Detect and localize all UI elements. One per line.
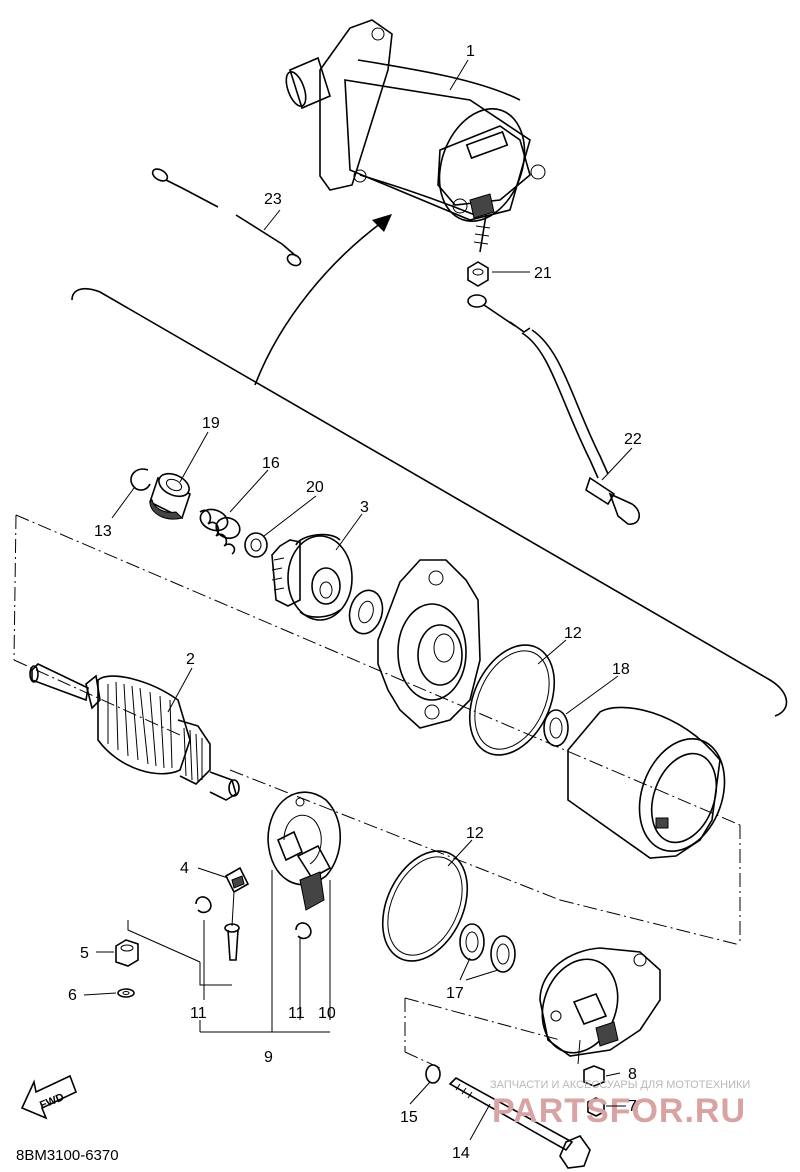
exploded-view-boundary bbox=[71, 214, 788, 717]
spring-16 bbox=[199, 508, 241, 555]
callout-10: 10 bbox=[318, 1005, 336, 1022]
leader-lines bbox=[83, 59, 633, 1141]
fwd-label: FWD bbox=[38, 1091, 66, 1112]
washer-20 bbox=[244, 532, 268, 558]
nut-5 bbox=[115, 939, 139, 967]
rear-cover bbox=[539, 947, 661, 1065]
part-code: 8BM3100-6370 bbox=[16, 1147, 119, 1164]
callout-14: 14 bbox=[452, 1145, 470, 1162]
lead-wire-23 bbox=[151, 168, 302, 267]
callout-4: 4 bbox=[180, 860, 189, 877]
callout-19: 19 bbox=[202, 415, 220, 432]
callout-2: 2 bbox=[186, 651, 195, 668]
callout-3: 3 bbox=[360, 499, 369, 516]
starter-motor-assembly bbox=[285, 19, 546, 253]
callout-22: 22 bbox=[624, 431, 642, 448]
alignment-lines bbox=[13, 514, 741, 1069]
circlip-13 bbox=[130, 468, 151, 491]
armature-2 bbox=[29, 663, 240, 801]
screw bbox=[224, 923, 240, 961]
watermark-logo: PARTSFOR.RU bbox=[492, 1092, 746, 1130]
fwd-arrow-icon: FWD bbox=[20, 1074, 78, 1120]
callout-12-lower: 12 bbox=[466, 825, 484, 842]
callout-18: 18 bbox=[612, 661, 630, 678]
watermark-text: ЗАПЧАСТИ И АКСЕССУАРЫ ДЛЯ МОТОТЕХНИКИ bbox=[490, 1079, 750, 1091]
o-ring-12-lower bbox=[381, 850, 469, 962]
washer bbox=[348, 589, 384, 635]
callout-5: 5 bbox=[80, 945, 89, 962]
washer-6 bbox=[117, 988, 135, 998]
callout-11-right: 11 bbox=[288, 1005, 305, 1022]
callout-11-left: 11 bbox=[190, 1005, 207, 1022]
through-bolt-14 bbox=[448, 1077, 591, 1169]
collar-19 bbox=[149, 472, 191, 520]
brush-holder-plate-9 bbox=[267, 791, 342, 911]
brush-4 bbox=[224, 866, 250, 927]
callout-labels: 1 2 3 4 5 6 7 8 9 10 11 11 12 12 13 14 1… bbox=[68, 43, 642, 1162]
callout-20: 20 bbox=[306, 479, 324, 496]
callout-6: 6 bbox=[68, 987, 77, 1004]
brush-spring-11 bbox=[195, 896, 312, 940]
nut-7 bbox=[587, 1097, 605, 1117]
callout-8: 8 bbox=[628, 1066, 637, 1083]
callout-23: 23 bbox=[264, 191, 282, 208]
callout-16: 16 bbox=[262, 455, 280, 472]
callout-13: 13 bbox=[94, 523, 112, 540]
washer-18 bbox=[543, 709, 569, 747]
nut-8 bbox=[583, 1065, 605, 1087]
pinion-clutch-3 bbox=[271, 533, 353, 621]
starter-cable-22 bbox=[467, 294, 640, 525]
callout-15: 15 bbox=[400, 1109, 418, 1126]
watermark: ЗАПЧАСТИ И АКСЕССУАРЫ ДЛЯ МОТОТЕХНИКИ PA… bbox=[490, 1079, 750, 1130]
washer-15 bbox=[425, 1064, 441, 1084]
shim-17 bbox=[459, 923, 516, 973]
front-cover bbox=[377, 559, 481, 729]
callout-1: 1 bbox=[466, 43, 475, 60]
callout-21: 21 bbox=[534, 265, 552, 282]
callout-17: 17 bbox=[446, 985, 464, 1002]
callout-12-upper: 12 bbox=[564, 625, 582, 642]
callout-9: 9 bbox=[264, 1049, 273, 1066]
callout-7: 7 bbox=[628, 1098, 637, 1115]
nut-21 bbox=[467, 261, 489, 287]
yoke bbox=[567, 706, 726, 859]
